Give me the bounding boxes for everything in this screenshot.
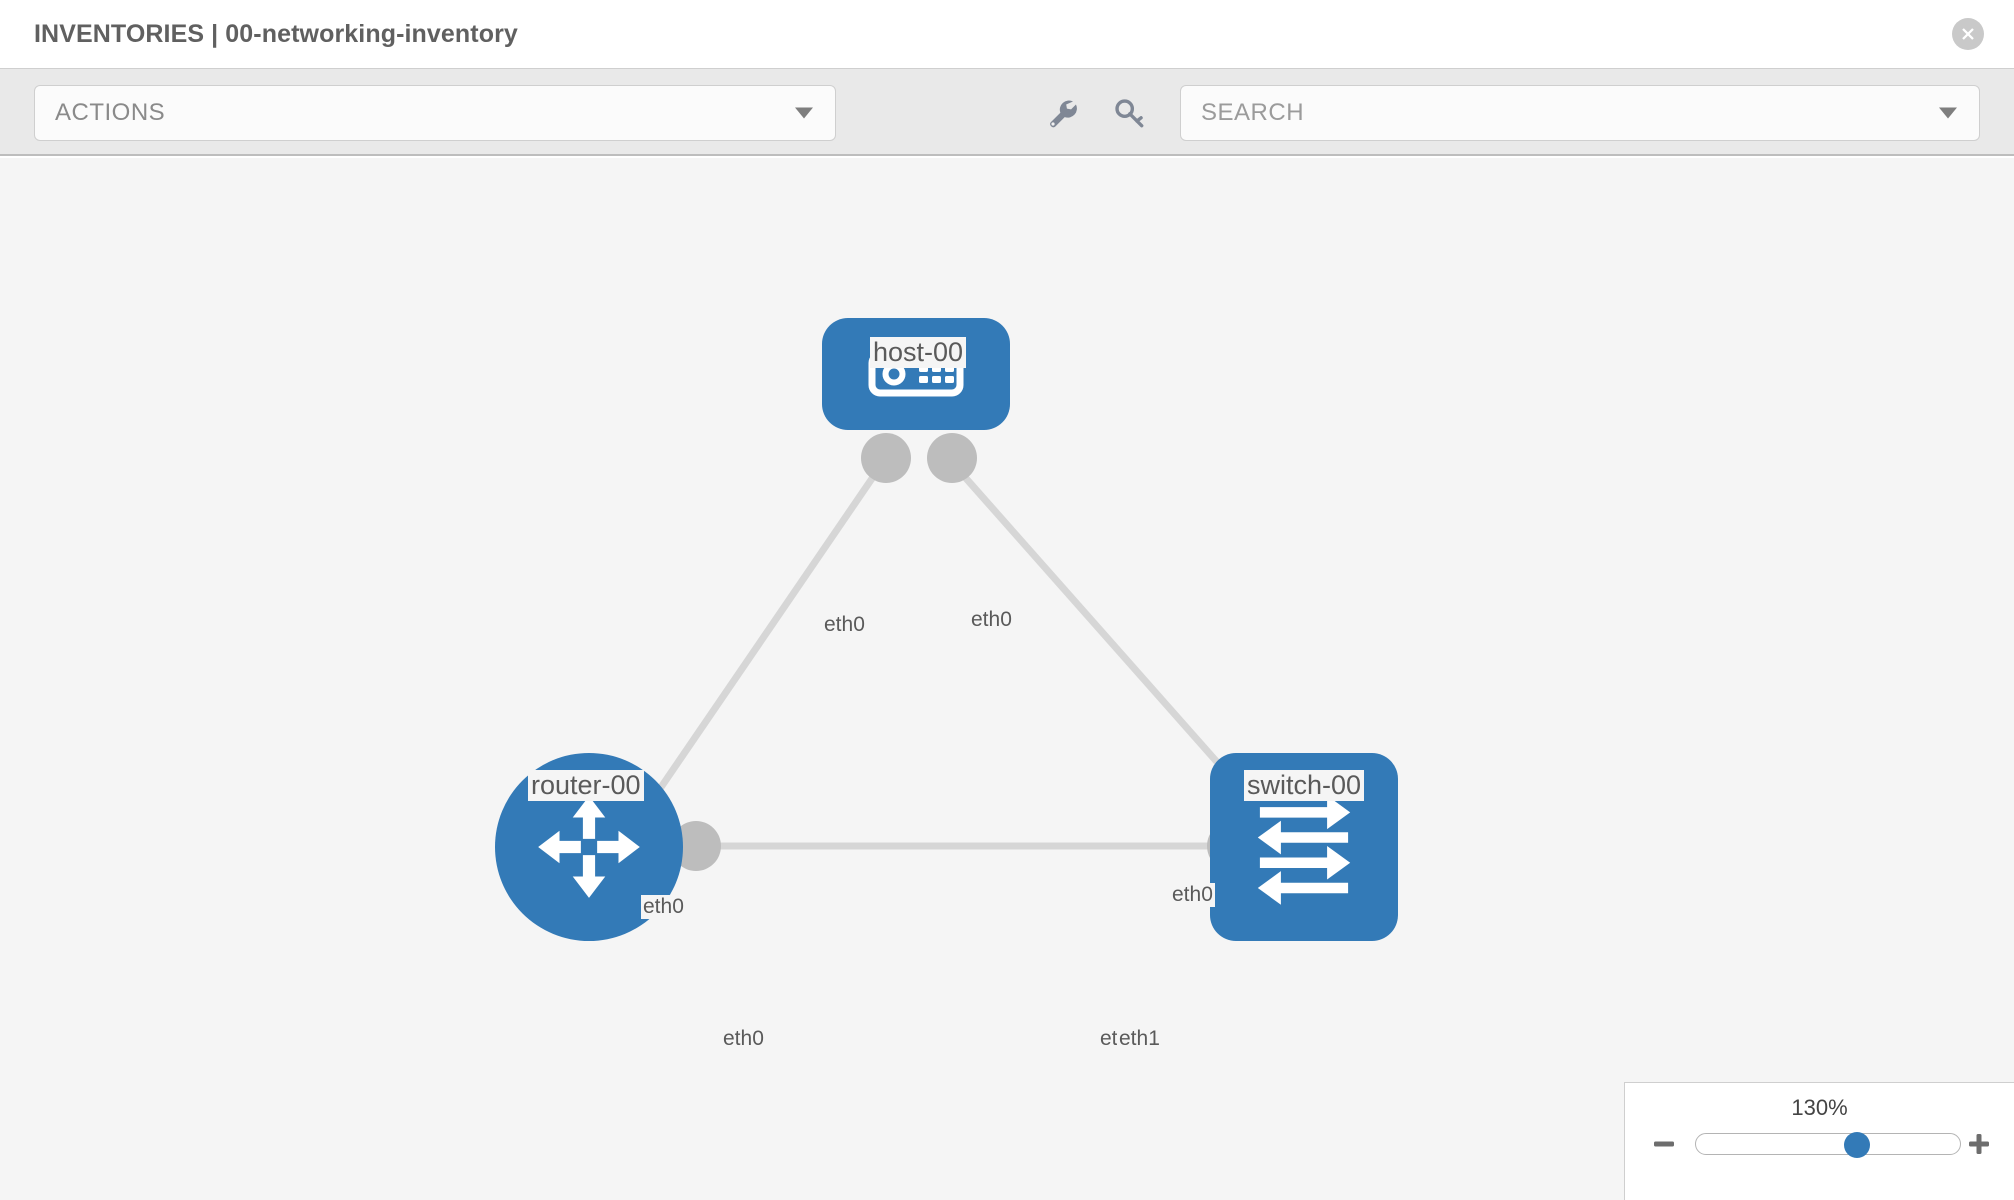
port-label-router-up: eth0 xyxy=(641,895,686,919)
router-arrows-icon xyxy=(538,796,640,898)
edge-host-router[interactable] xyxy=(637,456,889,820)
close-button[interactable] xyxy=(1952,18,1984,50)
chevron-down-icon[interactable] xyxy=(1939,107,1957,119)
port-label-host-right: eth0 xyxy=(969,608,1014,632)
actions-dropdown[interactable]: ACTIONS xyxy=(34,85,836,141)
minus-icon xyxy=(1654,1141,1674,1147)
zoom-slider-track[interactable] xyxy=(1695,1133,1961,1155)
wrench-icon xyxy=(1050,100,1077,128)
close-icon xyxy=(1962,28,1974,40)
port-host-left[interactable] xyxy=(861,433,911,483)
port-label-switch-left-b: eth1 xyxy=(1117,1027,1162,1051)
zoom-control-panel: 130% xyxy=(1624,1082,2014,1200)
port-label-host-left: eth0 xyxy=(822,613,867,637)
chevron-down-icon xyxy=(795,107,813,119)
zoom-percent-label: 130% xyxy=(1791,1095,1848,1120)
port-host-right[interactable] xyxy=(927,433,977,483)
port-label-router-right: eth0 xyxy=(721,1027,766,1051)
edge-host-switch[interactable] xyxy=(945,455,1243,791)
plus-icon xyxy=(1969,1134,1989,1154)
key-icon xyxy=(1115,99,1144,128)
key-button[interactable] xyxy=(1113,97,1147,131)
port-router-right[interactable] xyxy=(671,821,721,871)
zoom-slider-thumb[interactable] xyxy=(1843,1132,1870,1158)
node-host-00[interactable] xyxy=(822,318,1010,430)
breadcrumb: INVENTORIES | 00-networking-inventory xyxy=(34,19,518,48)
topology-edges xyxy=(637,433,1263,871)
port-label-switch-up: eth0 xyxy=(1170,883,1215,907)
zoom-out-button[interactable] xyxy=(1649,1129,1679,1159)
search-input[interactable]: SEARCH xyxy=(1180,85,1980,141)
node-label-switch-00: switch-00 xyxy=(1244,770,1365,801)
topology-canvas[interactable]: host-00 router-00 switch-00 eth0 eth0 et… xyxy=(0,158,2014,1200)
page-header: INVENTORIES | 00-networking-inventory xyxy=(0,0,2014,68)
wrench-button[interactable] xyxy=(1046,97,1080,131)
zoom-in-button[interactable] xyxy=(1964,1129,1994,1159)
switch-arrows-icon xyxy=(1257,795,1351,905)
search-placeholder: SEARCH xyxy=(1201,99,1305,126)
node-label-router-00: router-00 xyxy=(528,770,644,801)
node-label-host-00: host-00 xyxy=(870,337,967,368)
actions-dropdown-label: ACTIONS xyxy=(55,99,166,126)
toolbar: ACTIONS SEARCH xyxy=(0,68,2014,156)
